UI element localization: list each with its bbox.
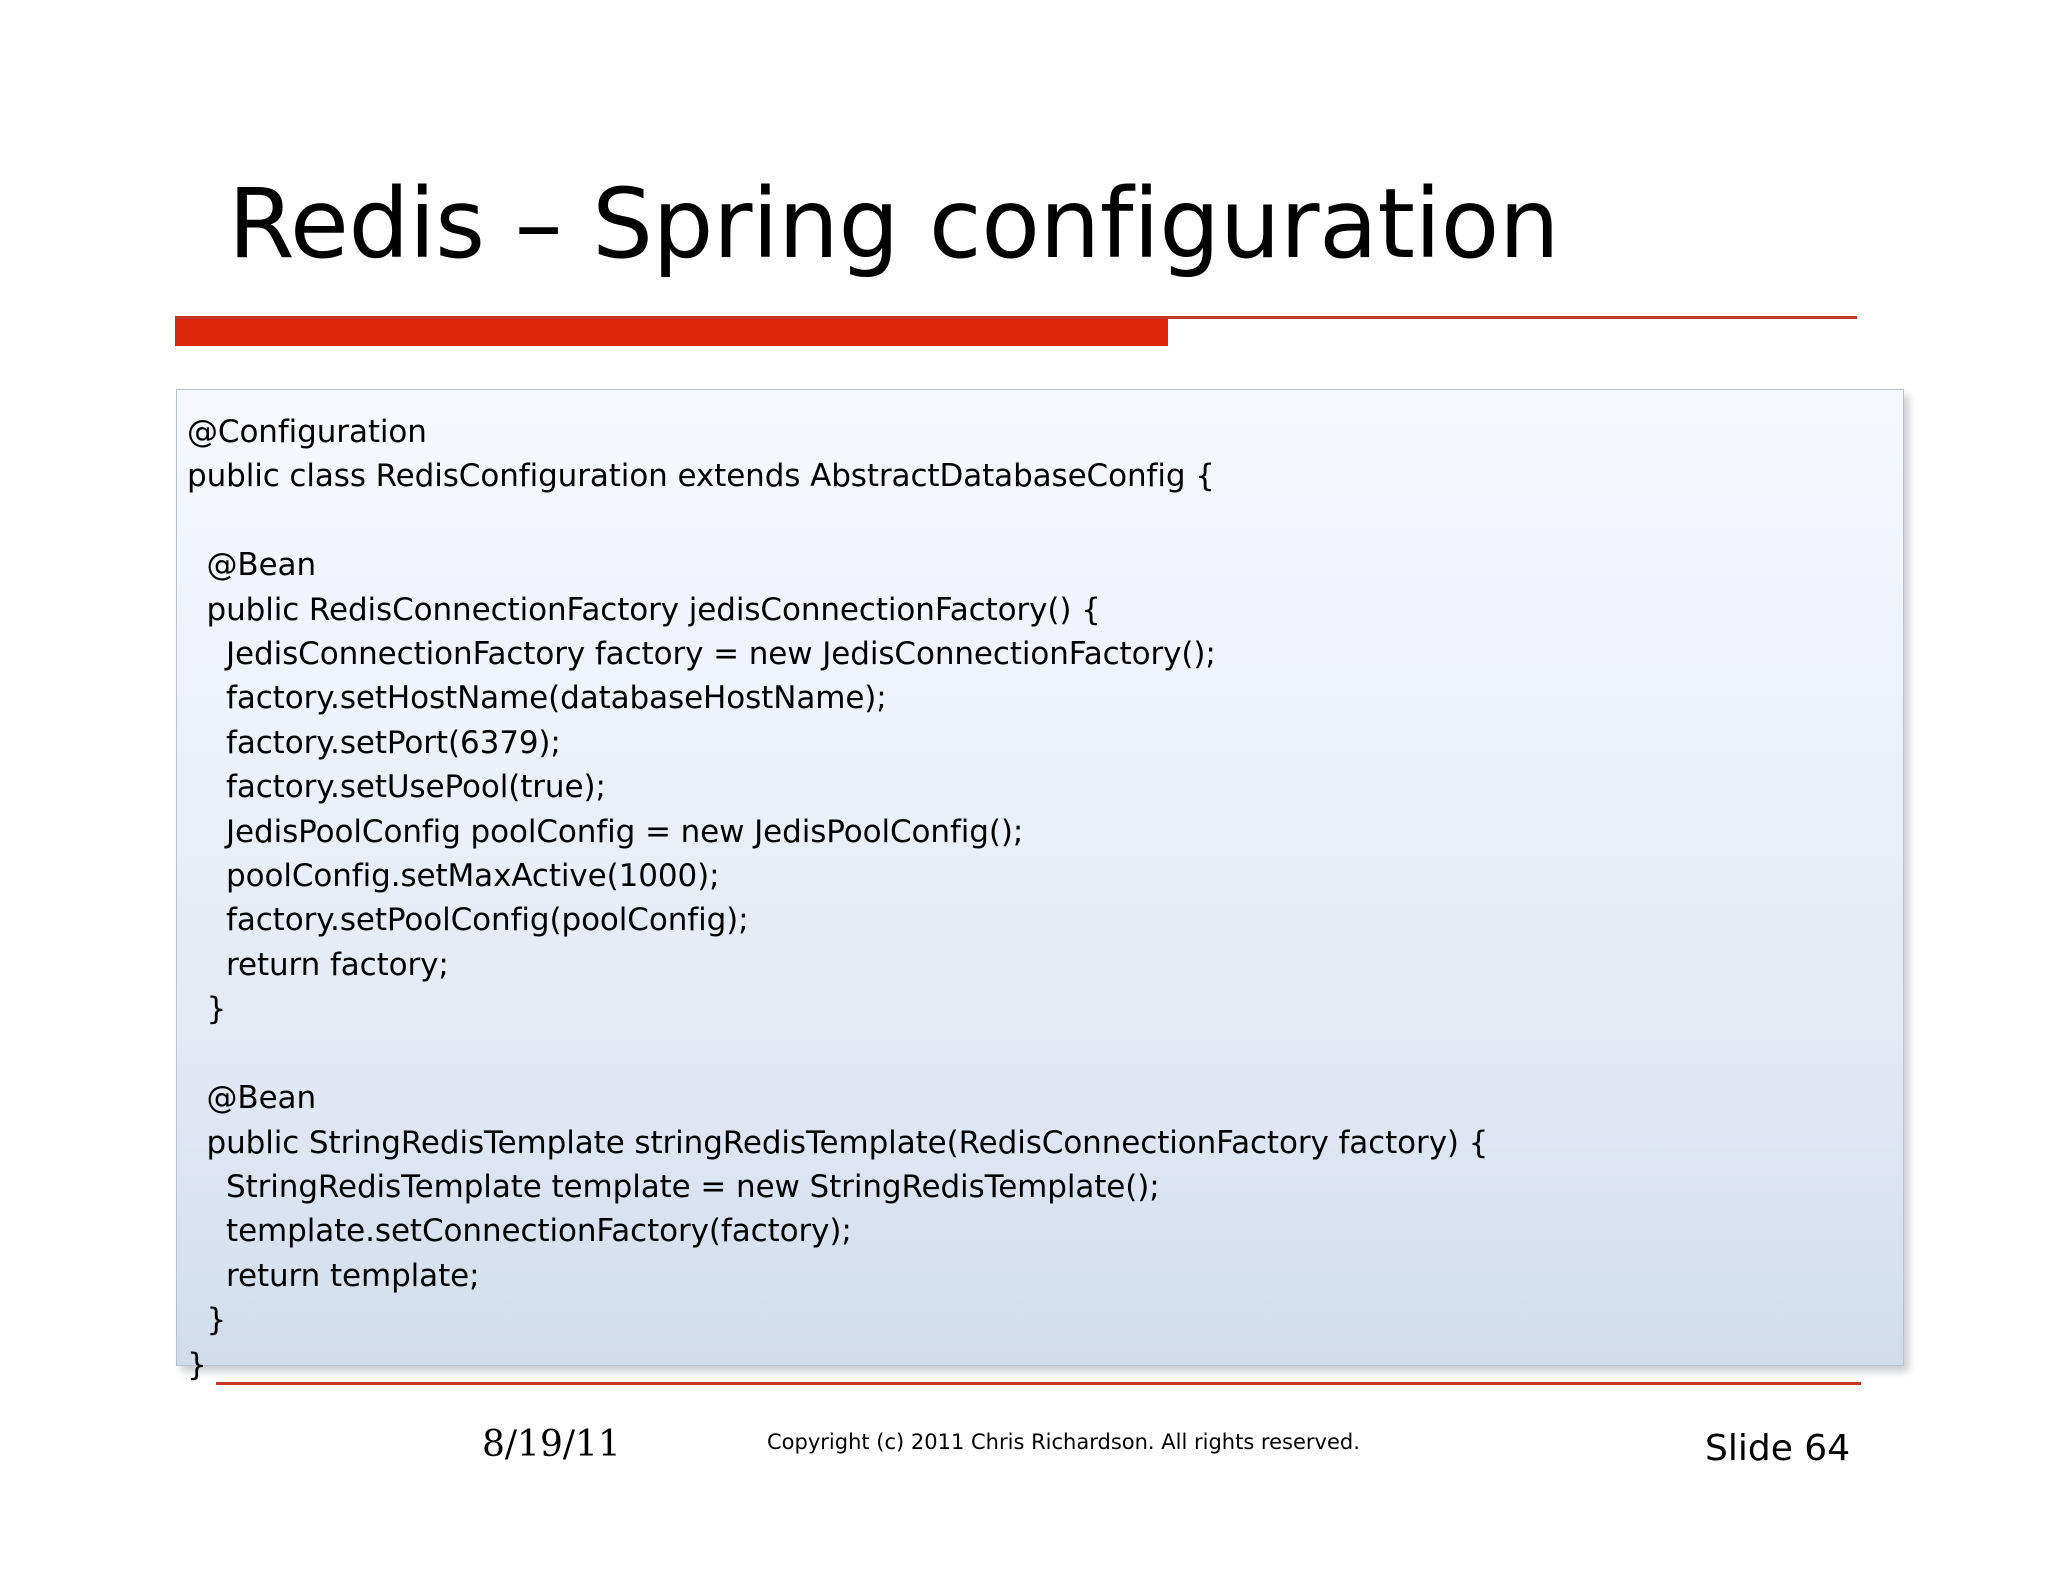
footer-date: 8/19/11 [482, 1424, 621, 1465]
code-block-text: @Configuration public class RedisConfigu… [187, 414, 1489, 1383]
title-underline-thick [175, 319, 1168, 346]
page-title: Redis – Spring configuration [228, 168, 1560, 280]
code-block-panel: @Configuration public class RedisConfigu… [176, 389, 1904, 1383]
footer-slide-number: Slide 64 [1705, 1428, 1851, 1469]
footer-divider [216, 1382, 1861, 1385]
title-underline-thin [175, 316, 1857, 319]
footer-copyright: Copyright (c) 2011 Chris Richardson. All… [767, 1430, 1360, 1454]
